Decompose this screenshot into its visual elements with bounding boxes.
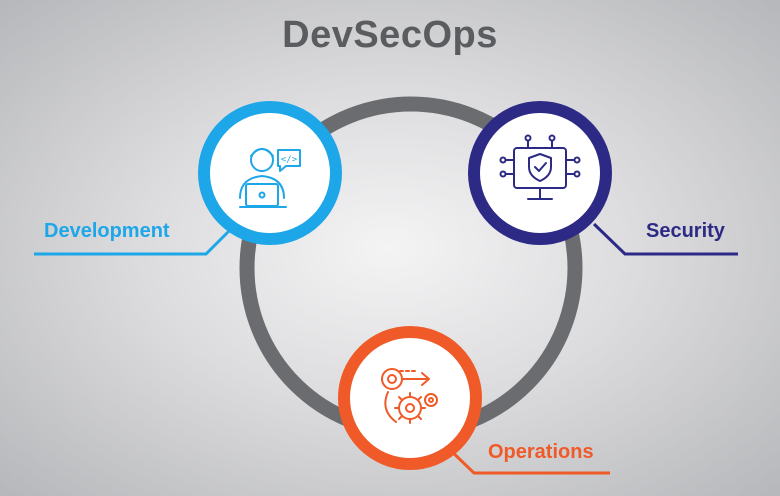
development-circle xyxy=(198,101,342,245)
gears-process-icon xyxy=(381,368,438,424)
diagram-title: DevSecOps xyxy=(282,14,498,56)
node-security[interactable] xyxy=(468,101,738,256)
label-operations: Operations xyxy=(488,441,594,463)
label-security: Security xyxy=(646,220,725,242)
svg-text:</>: </> xyxy=(281,155,298,165)
node-operations[interactable] xyxy=(338,326,610,475)
node-development[interactable]: </> xyxy=(34,101,342,256)
developer-laptop-icon: </> xyxy=(239,148,301,208)
security-leader-line xyxy=(592,222,738,256)
shield-monitor-icon xyxy=(499,134,581,200)
operations-leader-line xyxy=(444,444,610,475)
label-development: Development xyxy=(44,220,170,242)
development-leader-line xyxy=(34,222,238,256)
security-circle xyxy=(468,101,612,245)
